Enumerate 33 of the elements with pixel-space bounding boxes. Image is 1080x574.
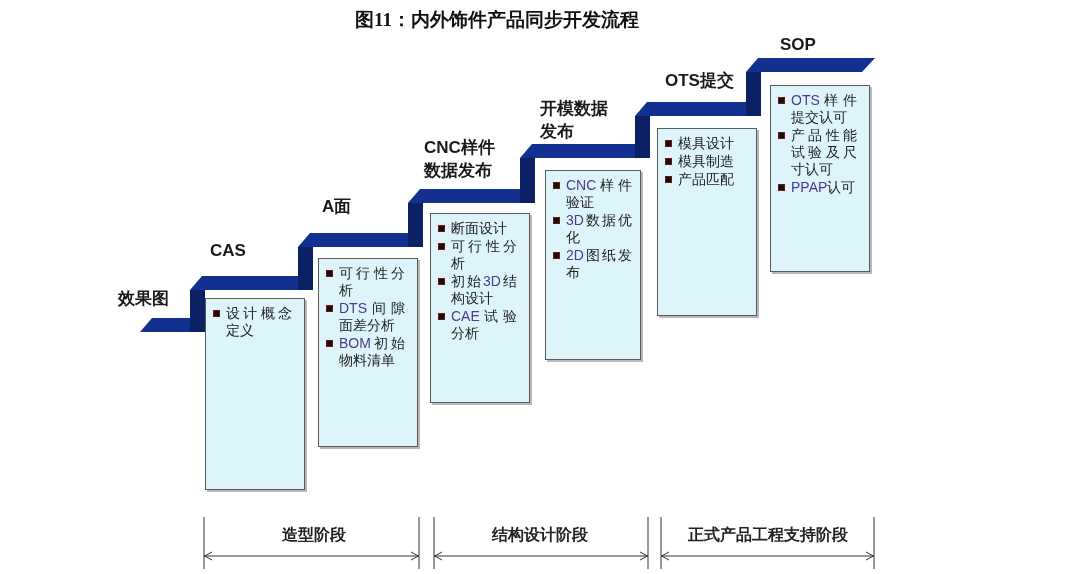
task-item-text: 初始3D结构设计 [451,273,517,307]
task-box [318,258,418,447]
milestone-label: 效果图 [118,288,169,310]
task-box [545,170,641,360]
milestone-label: A面 [322,196,352,218]
stair-step [635,69,746,116]
task-item-text: 断面设计 [451,220,508,237]
milestone-label: SOP [780,34,816,56]
milestone-label: OTS提交 [665,70,734,92]
task-item-text: 可行性分析 [339,265,405,299]
task-box [770,85,870,272]
task-item-text: 产品匹配 [678,171,735,188]
stair-step [520,97,635,158]
phase-label: 正式产品工程支持阶段 [688,525,848,545]
milestone-label: 开模数据发布 [540,98,609,143]
task-item-text: 3D数据优化 [566,212,632,246]
milestone-label: CAS [210,240,246,262]
task-item-text: 模具制造 [678,153,735,170]
stair-step [118,287,190,332]
task-item-text: 模具设计 [678,135,735,152]
diagram-title: 图11：内外饰件产品同步开发流程 [355,8,639,32]
phase-label: 造型阶段 [282,525,346,545]
milestone-label: CNC样件数据发布 [424,137,496,182]
task-item-text: PPAP认可 [791,179,857,196]
task-item-text: 可行性分析 [451,238,517,272]
phase-label: 结构设计阶段 [492,525,588,545]
stair-step [408,136,520,203]
stair-step [298,195,408,247]
task-box [430,213,530,403]
task-box [205,298,305,490]
task-box [657,128,757,316]
task-item-text: 产品性能试验及尺寸认可 [791,127,857,178]
task-item-text: 设计概念定义 [226,305,292,339]
